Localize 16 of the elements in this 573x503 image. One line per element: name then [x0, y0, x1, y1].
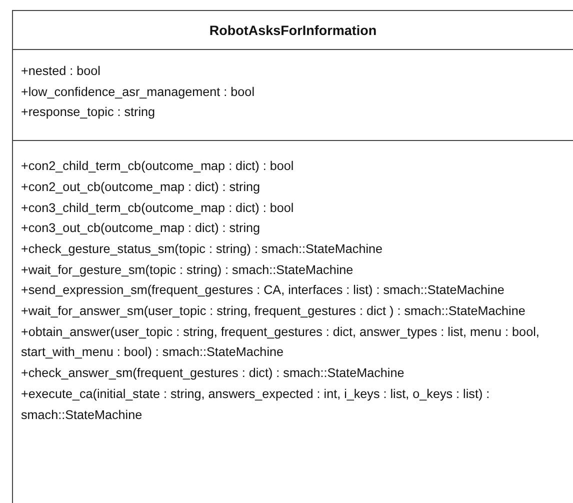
attribute-text: +response_topic : string: [21, 104, 156, 122]
method-text: +wait_for_answer_sm(user_topic : string, frequent_gestures : dict ) : smach::StateMachine: [21, 303, 526, 320]
method-text: +send_expression_sm(frequent_gestures : CA, interfaces : list) : smach::StateMachine: [21, 282, 506, 300]
attribute-text: +low_confidence_asr_management : bool: [21, 84, 256, 101]
method-text: +con2_out_cb(outcome_map : dict) : string: [21, 178, 262, 196]
method-text: +con3_out_cb(outcome_map : dict) : string: [21, 220, 262, 238]
method-text: +check_gesture_status_sm(topic : string) : smach::StateMachine: [21, 240, 384, 258]
method-text: +execute_ca(initial_state : string, answers_expected : int, i_keys : list, o_keys : list) : smach::StateMachine: [21, 386, 491, 424]
method-text: +con3_child_term_cb(outcome_map : dict) : bool: [21, 200, 295, 217]
method-text: +obtain_answer(user_topic : string, frequent_gestures : dict, answer_types : list, menu : bool, start_with_menu : bool) : smach::StateMachine: [21, 324, 540, 362]
uml-class-box: [12, 10, 573, 503]
attribute-text: +nested : bool: [21, 63, 102, 80]
method-text: +con2_child_term_cb(outcome_map : dict) : bool: [21, 158, 295, 176]
class-name: RobotAsksForInformation: [209, 22, 377, 38]
method-text: +wait_for_gesture_sm(topic : string) : smach::StateMachine: [21, 262, 354, 279]
method-text: +check_answer_sm(frequent_gestures : dict) : smach::StateMachine: [21, 365, 406, 382]
